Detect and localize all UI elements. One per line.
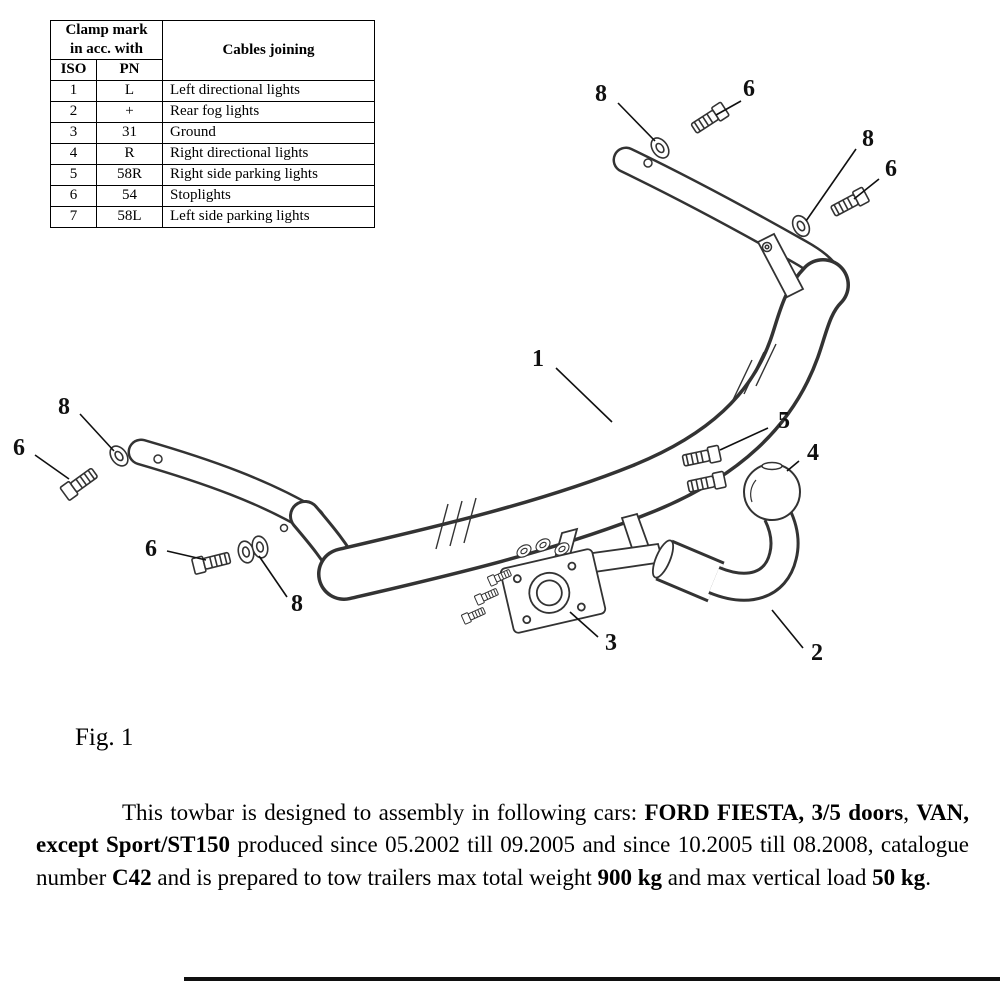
crossbar-beam — [317, 258, 850, 601]
bracket-holes — [153, 158, 773, 533]
bolt — [59, 465, 101, 502]
tow-ball — [651, 461, 801, 603]
socket-plate — [499, 548, 607, 634]
pn-cell: + — [96, 100, 163, 123]
callout-6: 6 — [743, 76, 755, 102]
clamp-table: Clamp mark in acc. with Cables joining I… — [50, 20, 375, 228]
clamp-mark-header: Clamp mark in acc. with — [50, 20, 163, 60]
cable-cell: Stoplights — [162, 184, 375, 207]
table-row: 4 R Right directional lights — [50, 142, 375, 165]
bolt — [190, 549, 233, 576]
paragraph-bold-max-weight: 900 kg — [597, 864, 663, 890]
callout-8: 8 — [291, 591, 303, 617]
paragraph-bold-catalogue-number: C42 — [112, 864, 152, 890]
table-row: 3 31 Ground — [50, 121, 375, 144]
pn-cell: 54 — [96, 184, 163, 207]
bolt — [688, 101, 731, 137]
leader-lines — [34, 100, 880, 649]
pn-cell: L — [96, 79, 163, 102]
iso-cell: 2 — [50, 100, 97, 123]
iso-cell: 7 — [50, 205, 97, 228]
cable-cell: Right side parking lights — [162, 163, 375, 186]
callout-4: 4 — [807, 440, 819, 466]
iso-cell: 4 — [50, 142, 97, 165]
paragraph-bold-model: FORD FIESTA, 3/5 doors — [644, 800, 904, 825]
table-row: 6 54 Stoplights — [50, 184, 375, 207]
paragraph-text: and max vertical load — [662, 864, 873, 890]
clamp-mark-header-line2: in acc. with — [70, 40, 143, 57]
callout-2: 2 — [811, 640, 823, 666]
callout-3: 3 — [605, 630, 617, 656]
callout-5: 5 — [778, 408, 790, 434]
paragraph-text: produced since 05.2002 till 09.2005 and … — [36, 832, 969, 890]
cable-cell: Left side parking lights — [162, 205, 375, 228]
callout-8: 8 — [595, 81, 607, 107]
figure-caption: Fig. 1 — [75, 724, 134, 751]
cables-joining-header: Cables joining — [162, 20, 375, 81]
cable-cell: Ground — [162, 121, 375, 144]
description-paragraph: This towbar is designed to assembly in f… — [36, 797, 969, 894]
beam-hatch-marks — [435, 343, 777, 550]
table-row: 1 L Left directional lights — [50, 79, 375, 102]
iso-cell: 3 — [50, 121, 97, 144]
cable-cell: Right directional lights — [162, 142, 375, 165]
table-row: 5 58R Right side parking lights — [50, 163, 375, 186]
iso-cell: 5 — [50, 163, 97, 186]
paragraph-text: . — [925, 864, 931, 890]
callout-6: 6 — [13, 435, 25, 461]
pn-cell: 58L — [96, 205, 163, 228]
paragraph-bold-variant: VAN, except Sport/ST150 — [36, 800, 970, 858]
callout-8: 8 — [862, 126, 874, 152]
iso-cell: 6 — [50, 184, 97, 207]
cable-cell: Rear fog lights — [162, 100, 375, 123]
iso-cell: 1 — [50, 79, 97, 102]
clamp-mark-header-line1: Clamp mark — [65, 22, 148, 38]
callout-6: 6 — [885, 156, 897, 182]
callout-8: 8 — [58, 394, 70, 420]
paragraph-text: and is prepared to tow trailers max tota… — [151, 864, 598, 890]
cable-cell: Left directional lights — [162, 79, 375, 102]
pn-cell: 31 — [96, 121, 163, 144]
pn-cell: 58R — [96, 163, 163, 186]
towbar-diagram: 8 6 8 6 1 5 4 8 6 6 8 3 2 — [13, 76, 897, 666]
callout-6: 6 — [145, 536, 157, 562]
iso-column-header: ISO — [50, 58, 97, 81]
table-row: 2 + Rear fog lights — [50, 100, 375, 123]
pn-column-header: PN — [96, 58, 163, 81]
paragraph-text: , — [903, 800, 917, 825]
left-side-bracket — [127, 438, 362, 588]
page-bottom-rule — [184, 977, 1000, 981]
table-row: 7 58L Left side parking lights — [50, 205, 375, 228]
callout-1: 1 — [532, 346, 544, 372]
pn-cell: R — [96, 142, 163, 165]
paragraph-bold-max-load: 50 kg — [872, 864, 926, 890]
paragraph-text: This towbar is designed to assembly in f… — [122, 800, 645, 825]
